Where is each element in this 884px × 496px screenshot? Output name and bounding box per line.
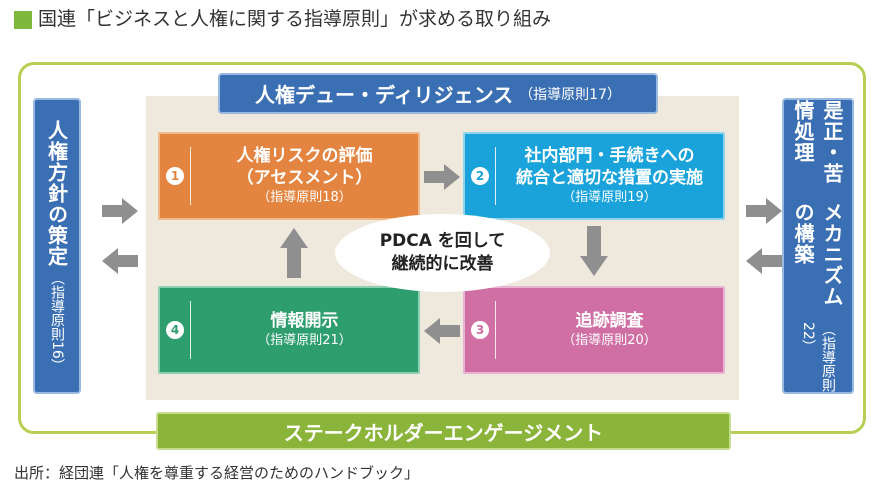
divider bbox=[495, 146, 496, 206]
arrow-up-icon bbox=[280, 228, 308, 278]
step-2-integration-and-action: 2 社内部門・手続きへの 統合と適切な措置の実施 （指導原則19） bbox=[463, 132, 725, 220]
due-diligence-ref: （指導原則17） bbox=[519, 86, 622, 103]
due-diligence-title: 人権デュー・ディリジェンス bbox=[254, 83, 514, 107]
step-1-risk-assessment: 1 人権リスクの評価 （アセスメント） （指導原則18） bbox=[158, 132, 420, 220]
step-2-line1: 社内部門・手続きへの bbox=[524, 146, 695, 166]
step-4-disclosure: 4 情報開示 （指導原則21） bbox=[158, 286, 420, 374]
step-1-line1: 人権リスクの評価 bbox=[236, 146, 373, 166]
remedy-title-line1: 是正・苦情処理 bbox=[791, 100, 844, 184]
pdca-center-ellipse: PDCA を回して 継続的に改善 bbox=[335, 214, 550, 292]
step-number-badge: 2 bbox=[471, 167, 489, 185]
title-square-icon bbox=[14, 11, 32, 29]
divider bbox=[190, 146, 191, 206]
arrow-left-icon bbox=[102, 248, 138, 274]
stakeholder-engagement-bar: ステークホルダーエンゲージメント bbox=[156, 412, 731, 450]
step-2-ref: （指導原則19） bbox=[562, 190, 657, 205]
policy-title: 人権方針の策定 bbox=[44, 119, 69, 267]
human-rights-policy-box: 人権方針の策定 （指導原則16） bbox=[33, 98, 81, 394]
source-note: 出所：経団連「人権を尊重する経営のためのハンドブック」 bbox=[14, 464, 420, 482]
step-3-ref: （指導原則20） bbox=[562, 333, 657, 348]
step-3-line1: 追跡調査 bbox=[575, 311, 644, 331]
arrow-right-icon bbox=[746, 198, 782, 224]
arrow-right-icon bbox=[424, 164, 460, 190]
pdca-line2: 継続的に改善 bbox=[391, 254, 494, 274]
human-rights-due-diligence-bar: 人権デュー・ディリジェンス （指導原則17） bbox=[218, 73, 658, 114]
arrow-down-icon bbox=[580, 226, 608, 276]
arrow-left-icon bbox=[746, 248, 782, 274]
arrow-left-icon bbox=[424, 318, 460, 344]
remedy-mechanism-box: 是正・苦情処理 メカニズムの構築 （指導原則22） bbox=[782, 98, 854, 394]
step-1-ref: （指導原則18） bbox=[257, 190, 352, 205]
divider bbox=[495, 300, 496, 360]
step-1-line2: （アセスメント） bbox=[236, 168, 373, 188]
divider bbox=[190, 300, 191, 360]
policy-ref: （指導原則16） bbox=[49, 270, 65, 373]
step-4-ref: （指導原則21） bbox=[257, 333, 352, 348]
step-number-badge: 1 bbox=[166, 167, 184, 185]
arrow-right-icon bbox=[102, 198, 138, 224]
page-title: 国連「ビジネスと人権に関する指導原則」が求める取り組み bbox=[38, 8, 552, 30]
step-number-badge: 4 bbox=[166, 321, 184, 339]
step-number-badge: 3 bbox=[471, 321, 489, 339]
remedy-title-line2: メカニズムの構築 bbox=[791, 201, 844, 307]
step-2-line2: 統合と適切な措置の実施 bbox=[516, 168, 703, 188]
pdca-line1: PDCA を回して bbox=[379, 231, 506, 251]
step-3-tracking: 3 追跡調査 （指導原則20） bbox=[463, 286, 725, 374]
step-4-line1: 情報開示 bbox=[270, 311, 339, 331]
remedy-ref: （指導原則22） bbox=[800, 321, 836, 392]
